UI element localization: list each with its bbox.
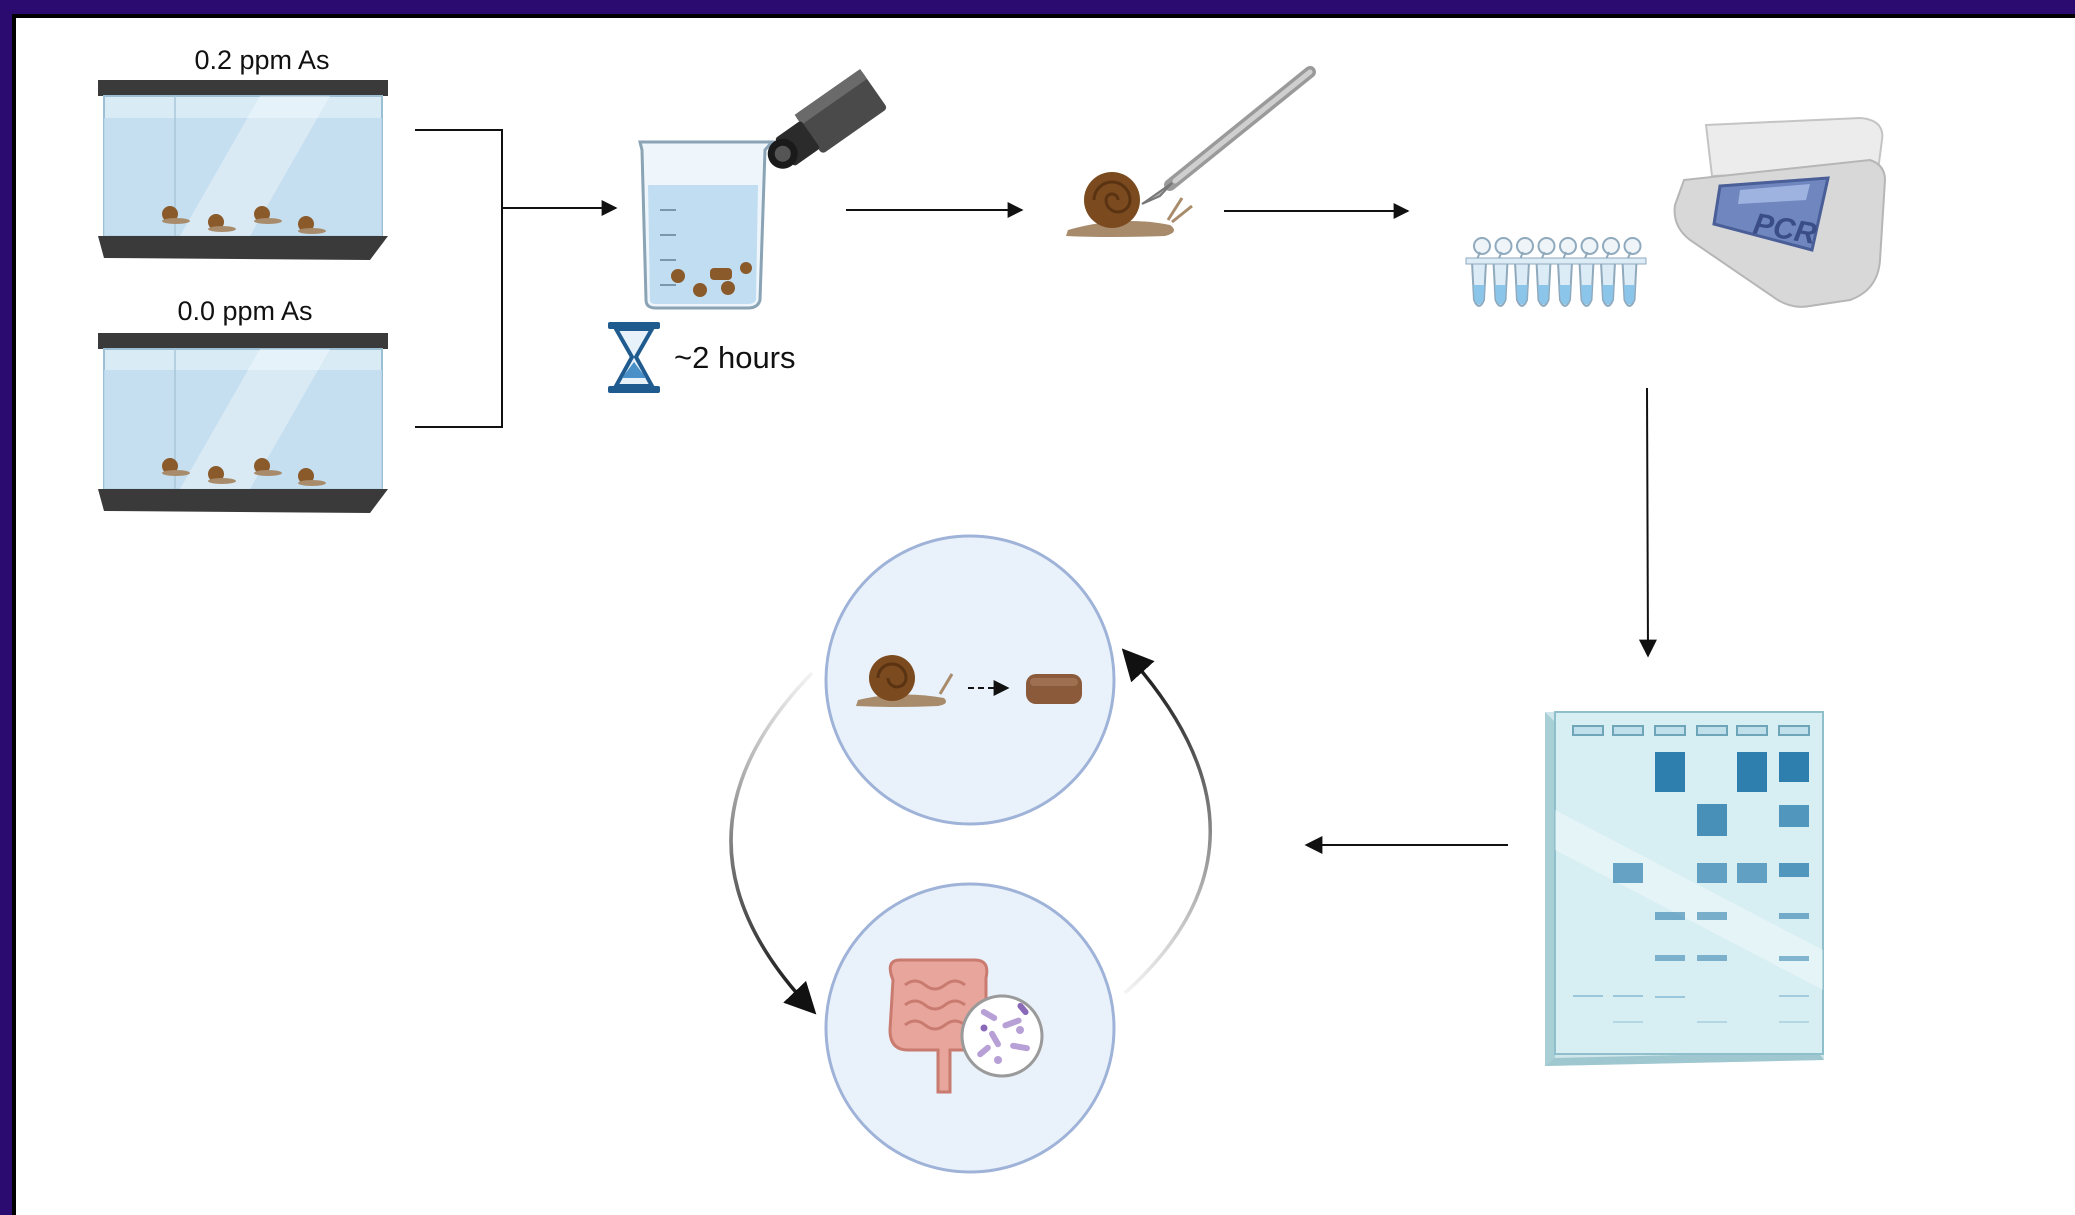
gel-band <box>1779 995 1809 997</box>
gel-band <box>1697 804 1727 836</box>
gel-band <box>1779 913 1809 919</box>
gel-band <box>1697 912 1727 920</box>
gel-band <box>1613 1021 1643 1023</box>
gel-band <box>1613 995 1643 997</box>
timer-label: ~2 hours <box>674 340 796 375</box>
microbes-icon <box>960 994 1044 1078</box>
pcr-machine-icon: PCR <box>1673 116 1887 308</box>
camera-icon <box>767 69 887 169</box>
gel-band <box>1697 1021 1727 1023</box>
gel-well <box>1654 725 1686 736</box>
hourglass-icon <box>608 322 660 393</box>
gel-band <box>1655 996 1685 998</box>
gel-band <box>1655 912 1685 920</box>
gel-band <box>1655 752 1685 792</box>
gel-band <box>1573 995 1603 997</box>
snail-icon <box>856 655 954 707</box>
gel-band <box>1779 752 1809 782</box>
arrow-to-gel <box>1638 387 1657 658</box>
gel-band <box>1613 863 1643 883</box>
tank-high-arsenic: 0.2 ppm As <box>98 45 388 260</box>
gel-band <box>1655 955 1685 961</box>
scalpel-icon <box>1141 66 1316 205</box>
tank-icon <box>98 80 388 260</box>
gel-well <box>1736 725 1768 736</box>
cycle-arrow-right <box>1121 648 1212 995</box>
cycle-circle-top <box>824 534 1116 826</box>
tank-label: 0.2 ppm As <box>194 45 329 75</box>
gel-well <box>1778 725 1810 736</box>
gel-well <box>1612 725 1644 736</box>
gel-band <box>1779 863 1809 877</box>
gel-band <box>1737 752 1767 792</box>
gel-band <box>1697 955 1727 961</box>
gel-band <box>1779 805 1809 827</box>
gel-band <box>1737 863 1767 883</box>
cycle-loop <box>729 534 1212 1174</box>
merge-bracket <box>415 129 618 428</box>
gel-band <box>1779 956 1809 961</box>
fecal-pellet-icon <box>1026 674 1082 704</box>
beaker-icon <box>638 140 776 310</box>
cycle-arrow-left <box>729 671 817 1015</box>
pcr-tubes-icon <box>1465 237 1647 307</box>
gel-well <box>1572 725 1604 736</box>
gel-band <box>1697 863 1727 883</box>
gel-band <box>1779 1021 1809 1023</box>
gel-icon <box>1545 711 1824 1066</box>
tank-label: 0.0 ppm As <box>177 296 312 326</box>
gel-well <box>1696 725 1728 736</box>
tank-control: 0.0 ppm As <box>98 296 388 513</box>
tank-icon <box>98 333 388 513</box>
snail-icon <box>1066 172 1193 237</box>
